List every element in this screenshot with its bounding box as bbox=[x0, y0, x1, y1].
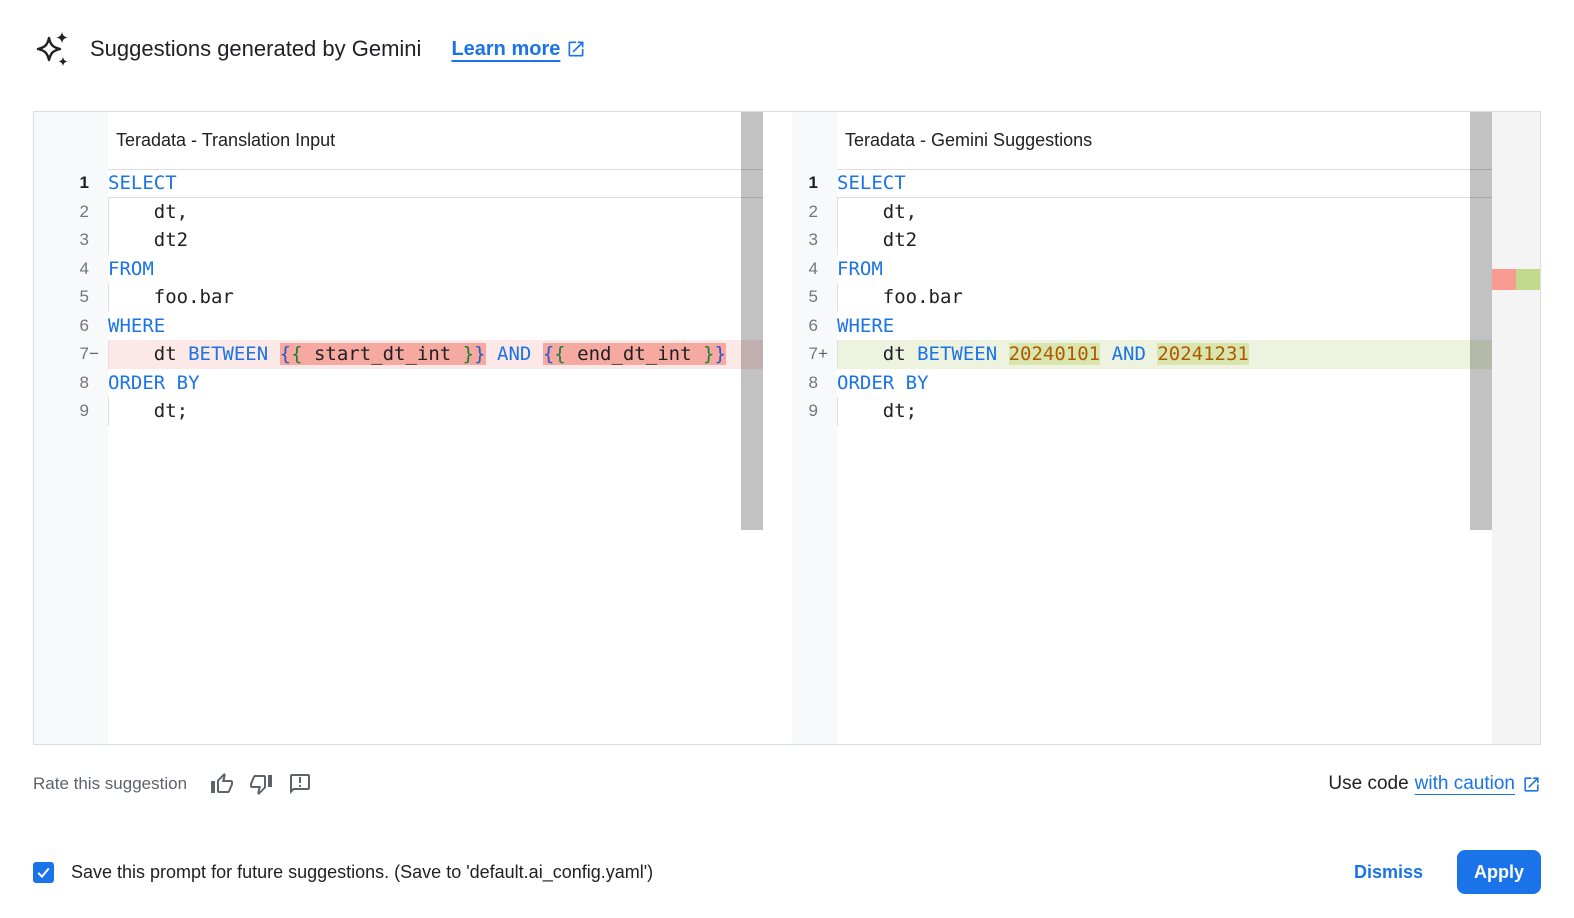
checkmark-icon bbox=[37, 867, 50, 878]
line-number: 2 bbox=[808, 201, 818, 221]
code-line: SELECT bbox=[108, 169, 763, 198]
open-in-new-icon bbox=[568, 41, 584, 57]
save-prompt-label: Save this prompt for future suggestions.… bbox=[71, 861, 654, 882]
scrollbar-thumb[interactable] bbox=[1470, 112, 1492, 530]
rate-row: Rate this suggestion Use code with cauti… bbox=[33, 769, 1541, 799]
ruler-removed-mark bbox=[1492, 269, 1516, 290]
code-line: ORDER BY bbox=[837, 371, 929, 394]
code-line: dt, bbox=[837, 197, 1492, 227]
rate-label: Rate this suggestion bbox=[33, 774, 188, 793]
code-line: WHERE bbox=[108, 314, 166, 337]
diff-view: 1 2 3 4 5 6 7− 8 9 Teradata - Translation Input … bbox=[33, 111, 1541, 745]
diff-overview-ruler[interactable] bbox=[1492, 112, 1540, 744]
code-line: dt2 bbox=[108, 226, 763, 255]
translation-input-panel[interactable]: 1 2 3 4 5 6 7− 8 9 Teradata - Translation Input … bbox=[34, 112, 763, 744]
code-line: foo.bar bbox=[108, 283, 763, 312]
line-number: 9 bbox=[808, 401, 818, 421]
line-number: 5 bbox=[808, 287, 818, 307]
scrollbar-thumb[interactable] bbox=[741, 112, 763, 530]
line-number: 8 bbox=[808, 372, 818, 392]
code-line: ORDER BY bbox=[108, 371, 200, 394]
line-number-gutter: 1 2 3 4 5 6 7+ 8 9 bbox=[792, 112, 837, 744]
action-bar: Save this prompt for future suggestions.… bbox=[33, 848, 1541, 896]
line-number: 3 bbox=[79, 230, 89, 250]
line-number-gutter: 1 2 3 4 5 6 7− 8 9 bbox=[34, 112, 108, 744]
with-caution-link[interactable]: with caution bbox=[1414, 773, 1515, 794]
code-line: dt; bbox=[837, 397, 1492, 426]
thumbs-up-button[interactable] bbox=[209, 771, 235, 797]
code-line: dt BETWEEN 20240101 AND 20241231 bbox=[837, 340, 1492, 369]
line-number: 7− bbox=[79, 344, 99, 364]
gemini-suggestions-panel[interactable]: 1 2 3 4 5 6 7+ 8 9 Teradata - Gemini Suggestions… bbox=[792, 112, 1540, 744]
code-line: dt2 bbox=[837, 226, 1492, 255]
panel-title-right: Teradata - Gemini Suggestions bbox=[845, 130, 1093, 150]
code-line: FROM bbox=[108, 257, 154, 280]
panel-divider bbox=[763, 112, 792, 744]
line-number: 1 bbox=[808, 173, 818, 193]
code-line: dt BETWEEN {{ start_dt_int }} AND {{ end… bbox=[108, 340, 763, 369]
code-line: SELECT bbox=[837, 169, 1492, 198]
page-title: Suggestions generated by Gemini bbox=[90, 36, 422, 61]
thumbs-down-button[interactable] bbox=[248, 771, 274, 797]
line-number: 5 bbox=[79, 287, 89, 307]
line-number: 6 bbox=[79, 315, 89, 335]
line-number: 1 bbox=[79, 173, 89, 193]
thumb-up-icon bbox=[211, 773, 234, 793]
code-editor-right[interactable]: Teradata - Gemini Suggestions SELECT dt,… bbox=[837, 112, 1492, 744]
line-number: 3 bbox=[808, 230, 818, 250]
ruler-added-mark bbox=[1516, 269, 1540, 290]
code-line: WHERE bbox=[837, 314, 895, 337]
line-number: 4 bbox=[808, 258, 818, 278]
line-number: 6 bbox=[808, 315, 818, 335]
code-line: foo.bar bbox=[837, 283, 1492, 312]
open-in-new-icon bbox=[1524, 776, 1539, 792]
gemini-sparkle-icon bbox=[36, 32, 68, 66]
line-number: 9 bbox=[79, 401, 89, 421]
use-code-notice: Use code with caution bbox=[1328, 773, 1541, 795]
line-number: 4 bbox=[79, 258, 89, 278]
code-line: dt; bbox=[108, 397, 763, 426]
thumb-down-icon bbox=[250, 775, 273, 795]
line-number: 7+ bbox=[808, 344, 828, 364]
dismiss-button[interactable]: Dismiss bbox=[1336, 852, 1441, 893]
learn-more-link[interactable]: Learn more bbox=[451, 38, 586, 61]
feedback-icon bbox=[290, 774, 311, 794]
use-code-prefix: Use code bbox=[1328, 773, 1409, 794]
line-number: 2 bbox=[79, 201, 89, 221]
panel-title-left: Teradata - Translation Input bbox=[116, 130, 336, 150]
code-editor-left[interactable]: Teradata - Translation Input SELECT dt, … bbox=[108, 112, 763, 744]
suggestions-header: Suggestions generated by Gemini Learn mo… bbox=[36, 30, 586, 68]
line-number: 8 bbox=[79, 372, 89, 392]
code-line: dt, bbox=[108, 197, 763, 227]
save-prompt-checkbox[interactable] bbox=[33, 861, 54, 883]
feedback-button[interactable] bbox=[287, 771, 313, 797]
apply-button[interactable]: Apply bbox=[1457, 850, 1541, 894]
code-line: FROM bbox=[837, 257, 883, 280]
